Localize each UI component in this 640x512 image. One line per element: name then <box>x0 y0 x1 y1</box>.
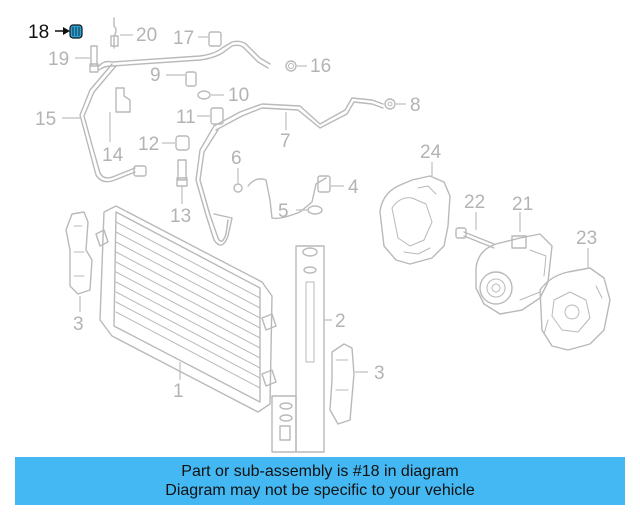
callout-7: 7 <box>280 131 291 152</box>
callout-1: 1 <box>173 381 184 402</box>
caption-line-1: Part or sub-assembly is #18 in diagram <box>181 463 459 480</box>
callout-19: 19 <box>48 49 69 70</box>
part-11-sensor <box>197 107 224 125</box>
callout-8: 8 <box>410 95 421 116</box>
callout-12: 12 <box>138 134 159 155</box>
callout-6: 6 <box>231 148 242 169</box>
part-19-sensor <box>75 45 99 73</box>
part-5-o-ring <box>296 205 323 215</box>
callout-23: 23 <box>576 228 597 249</box>
part-24-bracket <box>379 162 451 265</box>
part-1-condenser <box>95 205 277 413</box>
part-6-liquid-line <box>195 125 243 246</box>
callout-20: 20 <box>136 25 157 46</box>
caption-banner: Part or sub-assembly is #18 in diagram D… <box>15 457 625 505</box>
callout-17: 17 <box>173 28 194 49</box>
part-18-cap <box>55 24 83 39</box>
part-13-sensor <box>176 159 188 204</box>
callout-13: 13 <box>170 206 191 227</box>
callout-16: 16 <box>310 56 331 77</box>
callout-21: 21 <box>512 194 533 215</box>
part-20-hose-end <box>110 17 133 49</box>
part-16-o-ring <box>285 60 307 72</box>
callout-18: 18 <box>28 22 49 43</box>
callout-24: 24 <box>420 142 442 163</box>
part-21-compressor <box>475 212 553 315</box>
part-2-receiver-drier <box>271 245 332 453</box>
callout-11: 11 <box>176 107 196 128</box>
callout-3-left: 3 <box>73 314 84 335</box>
part-3-right-bracket <box>329 343 368 425</box>
callout-14: 14 <box>102 145 124 166</box>
callout-22: 22 <box>464 192 485 213</box>
part-10-o-ring <box>197 90 224 100</box>
callout-3-right: 3 <box>374 363 385 384</box>
callout-4: 4 <box>348 177 359 198</box>
callout-10: 10 <box>228 85 249 106</box>
callout-labels: 18 20 17 19 16 9 10 8 15 11 7 12 14 6 24… <box>28 22 597 402</box>
callout-5: 5 <box>278 201 289 222</box>
part-3-left-bracket <box>65 211 93 312</box>
part-8-o-ring <box>384 98 406 110</box>
part-15-suction-hose <box>62 40 271 183</box>
part-9-switch <box>166 71 197 87</box>
part-7-pressure-line <box>213 97 384 131</box>
callout-2: 2 <box>335 311 346 332</box>
caption-line-2: Diagram may not be specific to your vehi… <box>165 482 475 499</box>
callout-9: 9 <box>150 65 161 86</box>
callout-15: 15 <box>35 109 56 130</box>
part-17-valve <box>198 31 222 47</box>
part-14-bracket <box>109 87 131 142</box>
part-12-cap <box>162 135 190 151</box>
part-23-compressor-body <box>539 248 611 351</box>
part-4-line-end <box>247 175 344 220</box>
part-22-bolt <box>455 212 495 249</box>
